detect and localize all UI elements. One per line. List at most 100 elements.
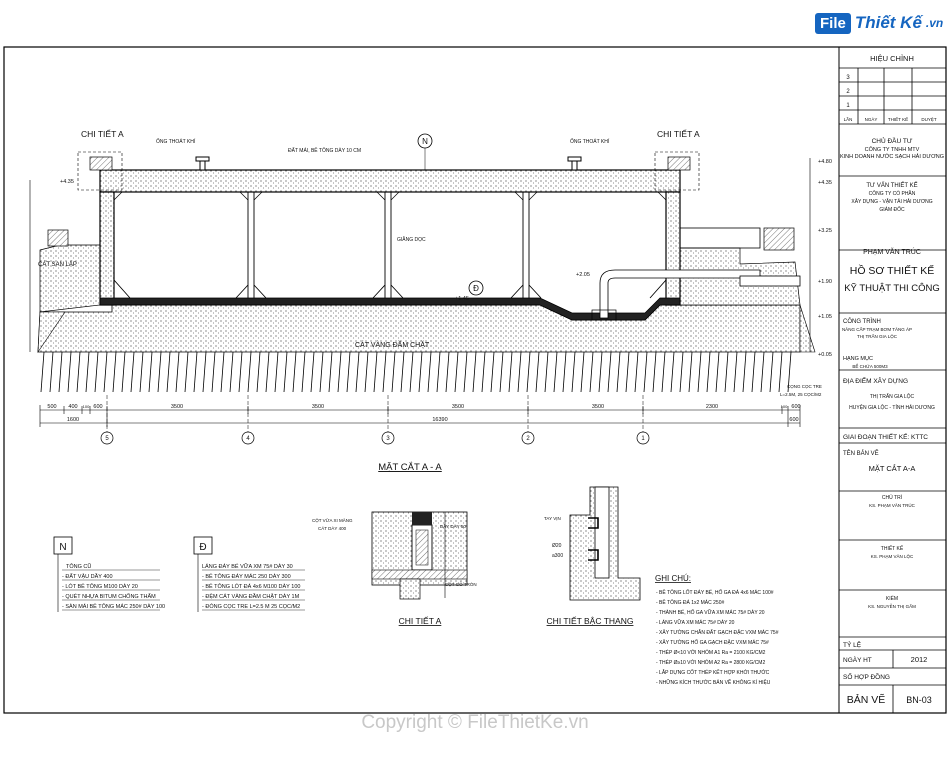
- logo-suffix: .vn: [925, 16, 944, 30]
- dim-100: 100: [83, 404, 90, 409]
- legend-d-item-3: - BÊ TÔNG LÓT ĐÁ 4x6 M100 DÀY 100: [202, 582, 300, 590]
- pile: [319, 351, 324, 393]
- project-line2: THỊ TRẤN GIA LỘC: [857, 333, 898, 339]
- pile: [274, 351, 279, 393]
- bamboo-piles: [40, 351, 792, 393]
- project-hm-value: BỂ CHỨA 500M3: [852, 363, 888, 369]
- pile: [292, 351, 297, 393]
- owner-label: CHỦ ĐẦU TƯ: [872, 135, 913, 145]
- section-bubble-d: Đ: [473, 284, 479, 293]
- pile: [211, 351, 216, 393]
- dossier-line1: HỒ SƠ THIẾT KẾ: [850, 264, 934, 277]
- date-label: NGÀY HT: [843, 655, 872, 664]
- pile: [391, 351, 396, 393]
- role-3: KIỂM: [886, 595, 898, 602]
- revision-col-ngay: NGÀY: [865, 116, 878, 122]
- scale-label: TỶ LỆ: [843, 640, 862, 649]
- dim-500: 500: [47, 404, 56, 410]
- title-block-frame: [838, 46, 947, 714]
- legend-d-item-4: - ĐỆM CÁT VÀNG ĐẦM CHẶT DÀY 1M: [202, 592, 300, 600]
- note-8: - THÉP Ø≥10 VỚI NHÓM A2 Ra = 2800 KG/CM2: [656, 659, 765, 666]
- note-9: - LẮP DỰNG CỐT THÉP KẾT HỢP KHỚI THƯỚC: [656, 668, 770, 676]
- pile: [598, 351, 603, 393]
- pile: [220, 351, 225, 393]
- pile: [589, 351, 594, 393]
- pile: [670, 351, 675, 393]
- pile: [625, 351, 630, 393]
- consultant-label: TƯ VẤN THIẾT KẾ: [866, 182, 917, 189]
- note-7: - THÉP Ø<10 VỚI NHÓM A1 Ra = 2100 KG/CM2: [656, 649, 766, 656]
- sand-compact-label: CÁT VÀNG ĐẦM CHẶT: [355, 339, 430, 349]
- pile: [742, 351, 747, 393]
- location-line2: HUYỆN GIA LỘC - TỈNH HẢI DƯƠNG: [849, 403, 935, 411]
- project-hm-label: HẠNG MỤC: [843, 356, 873, 362]
- axis-2: 2: [526, 436, 530, 442]
- pile-note: CỌNG CỌC TRE: [787, 384, 822, 389]
- pile: [463, 351, 468, 393]
- pile: [58, 351, 63, 393]
- section-bubble-n: N: [422, 137, 428, 146]
- note-2: - BÊ TÔNG ĐÁ 1x2 MÁC 250#: [656, 598, 724, 606]
- dim-3500-c: 3500: [452, 404, 464, 410]
- dim-3500-d: 3500: [592, 404, 604, 410]
- pile: [238, 351, 243, 393]
- revision-col-lan: LẦN: [844, 116, 853, 122]
- pile: [481, 351, 486, 393]
- pile: [193, 351, 198, 393]
- pile: [517, 351, 522, 393]
- wall-right: [665, 191, 681, 306]
- pile: [121, 351, 126, 393]
- pile: [76, 351, 81, 393]
- legend-n-box: [53, 536, 73, 555]
- beam-note: ĐẤT MÁI, BÊ TÔNG DÀY 10 CM: [288, 146, 361, 154]
- pile: [760, 351, 765, 393]
- pile: [202, 351, 207, 393]
- dim-100-r: 100: [781, 404, 788, 409]
- pile: [535, 351, 540, 393]
- legend-n-item-1: - ĐẤT VẬU DẦY 400: [62, 573, 113, 580]
- pile: [112, 351, 117, 393]
- pile: [427, 351, 432, 393]
- legend-n-item-3: - QUÉT NHỰA BITUM CHỐNG THẤM: [62, 593, 156, 600]
- sand-slope-right: [799, 304, 816, 353]
- pile: [256, 351, 261, 393]
- stair-detail-title: CHI TIẾT BẬC THANG: [547, 616, 634, 626]
- pile: [229, 351, 234, 393]
- pile: [436, 351, 441, 393]
- svg-text:CỘT VỮA XI MĂNG: CỘT VỮA XI MĂNG: [312, 517, 353, 523]
- drawing-name: MẶT CẮT A-A: [869, 464, 916, 473]
- pile: [400, 351, 405, 393]
- stair-detail-drawing: TAY VỊN Ø20 a300: [544, 486, 641, 601]
- pile: [661, 351, 666, 393]
- pile: [652, 351, 657, 393]
- pile: [346, 351, 351, 393]
- pile: [607, 351, 612, 393]
- note-3: - THÀNH BỂ, HỐ GA VỮA XM MÁC 75# DÀY 20: [656, 609, 765, 616]
- pile: [787, 351, 792, 393]
- svg-text:CỘT GỖ TRÒN: CỘT GỖ TRÒN: [445, 581, 477, 587]
- beam-mid: GIẰNG DỌC: [397, 235, 426, 243]
- svg-text:a300: a300: [552, 553, 563, 559]
- detail-a-title: CHI TIẾT A: [399, 616, 442, 626]
- elev-r5: +1.05: [818, 314, 832, 320]
- pile: [472, 351, 477, 393]
- dim-3500-a: 3500: [171, 404, 183, 410]
- sheet-value: BN-03: [906, 695, 932, 705]
- dim-total-1600: 1600: [67, 417, 79, 423]
- pile: [616, 351, 621, 393]
- sand-slope-left: [37, 311, 66, 354]
- pile: [409, 351, 414, 393]
- role-1: CHỦ TRÌ: [882, 494, 903, 501]
- pile: [310, 351, 315, 393]
- pile: [130, 351, 135, 393]
- pile: [418, 351, 423, 393]
- legend-d-item-1: LÁNG ĐÁY BỂ VỮA XM 75# DÀY 30: [202, 563, 293, 570]
- pile: [157, 351, 162, 393]
- svg-text:CÁT DÀY 400: CÁT DÀY 400: [318, 525, 347, 531]
- pile: [580, 351, 585, 393]
- consultant-line1: CÔNG TY CỔ PHẦN: [869, 190, 916, 197]
- pile: [634, 351, 639, 393]
- pile: [94, 351, 99, 393]
- elev-r3: +3.25: [818, 228, 832, 234]
- legend-n-item-4: - SÀN MÁI BÊ TÔNG MÁC 250# DÀY 100: [62, 602, 165, 610]
